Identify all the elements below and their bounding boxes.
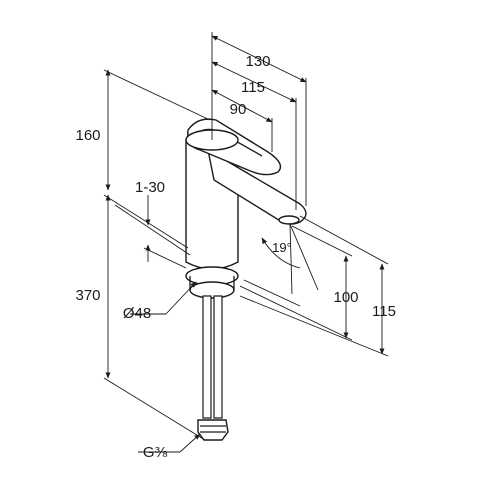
dimension-90: 90 [211,89,273,152]
dim-370-label: 370 [75,287,100,304]
dim-1-30-label: 1-30 [135,179,165,196]
dim-g38-label: G⅜ [143,444,168,461]
dim-19-label: 19° [272,240,292,255]
dim-130-label: 130 [245,53,270,70]
dim-100-label: 100 [333,289,358,306]
dimension-100: 100 [239,225,359,341]
dimension-diameter-48: Ø48 [123,281,197,322]
dimension-1-30: 1-30 [114,179,191,262]
dimension-19-degrees: 19° [261,223,319,295]
dim-115-right-label: 115 [372,303,396,320]
dim-160-label: 160 [75,127,100,144]
dimension-g38: G⅜ [138,433,201,461]
faucet-body [185,118,307,299]
dim-diameter-48-label: Ø48 [123,305,151,322]
mounting-deck-line [143,247,301,307]
dimension-160: 160 [75,69,211,191]
supply-hoses [197,295,229,441]
dim-90-label: 90 [230,101,247,118]
dimension-115-right: 115 [239,215,396,357]
dim-115-top-label: 115 [241,79,265,96]
